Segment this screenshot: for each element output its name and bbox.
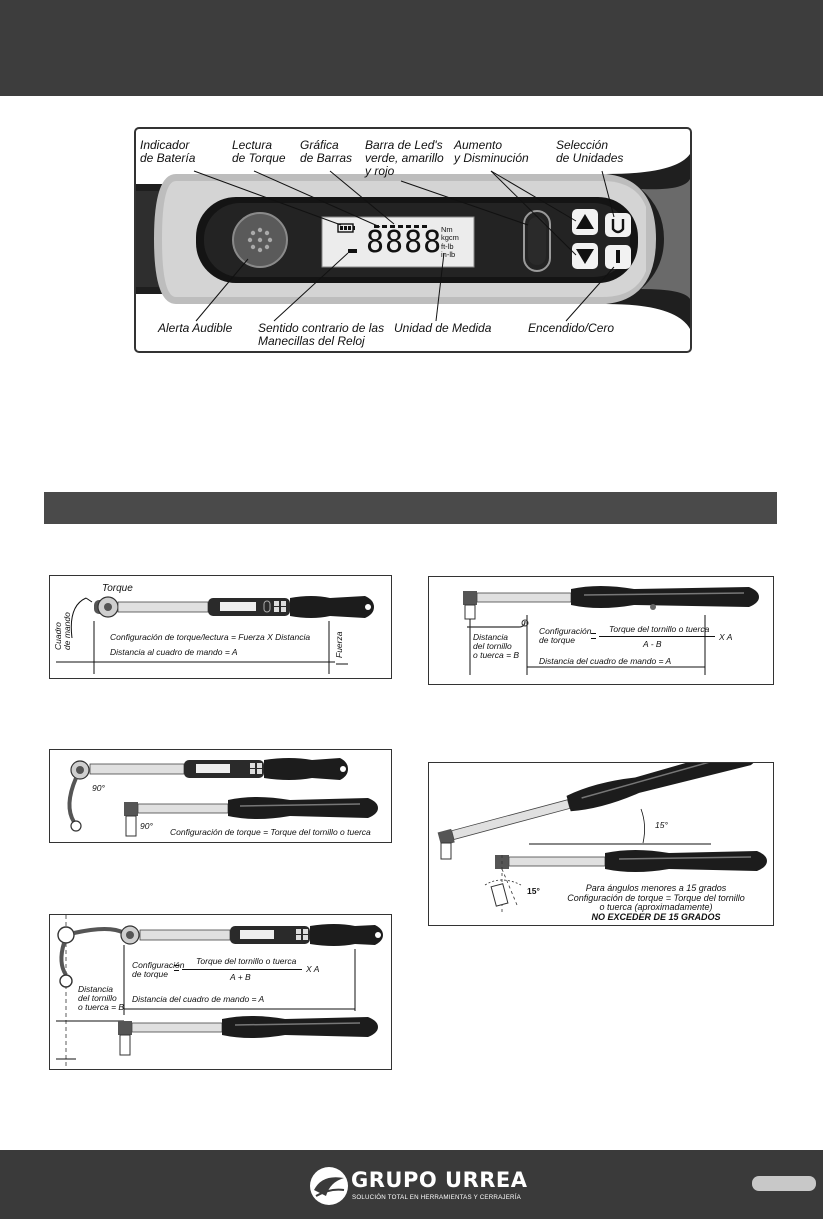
d1-force-label: Fuerza: [334, 631, 344, 658]
d5-line-1: Para ángulos menores a 15 grados: [585, 883, 727, 893]
d4-times: X A: [719, 632, 733, 642]
footer-brand: GRUPO URREA: [351, 1168, 528, 1192]
urrea-logo-icon: [310, 1167, 816, 1205]
wrench-illustration-5: [437, 763, 767, 913]
d3-distance: Distancia del cuadro de mando = A: [132, 994, 265, 1004]
section-heading-bar: [44, 492, 777, 524]
diagram-90-degree: 90° 90° Configuración de torque = Torque…: [49, 749, 392, 843]
label-power-zero: Encendido/Cero: [528, 321, 615, 335]
wrench-illustration-2: [67, 758, 378, 837]
label-unit-measure: Unidad de Medida: [394, 321, 492, 335]
d5-warning: NO EXCEDER DE 15 GRADOS: [591, 911, 721, 922]
d4-fraction-line: [599, 636, 715, 637]
diagram-15-degree: 15° 15° Para ángulos menores a 15 grados…: [428, 762, 774, 926]
wrench-illustration-4: [463, 586, 759, 675]
d2-angle-top: 90°: [92, 783, 105, 793]
label-alert: Alerta Audible: [158, 321, 233, 335]
d4-equals: [591, 633, 596, 639]
d3-denominator: A + B: [230, 972, 251, 982]
d4-distance: Distancia del cuadro de mando = A: [539, 656, 672, 666]
lcd-unit-nm: Nm: [441, 225, 453, 234]
footer-bar: GRUPO URREA SOLUCIÓN TOTAL EN HERRAMIENT…: [0, 1150, 823, 1219]
d5-line-3: o tuerca (aproximadamente): [599, 902, 713, 912]
d5-line-2: Configuración de torque = Torque del tor…: [567, 892, 745, 903]
d5-angle-top: 15°: [655, 820, 668, 830]
d2-angle-bottom: 90°: [140, 821, 153, 831]
d1-torque-label: Torque: [102, 583, 133, 594]
d1-formula: Configuración de torque/lectura = Fuerza…: [110, 632, 311, 642]
console-illustration: [136, 154, 690, 329]
d4-numerator: Torque del tornillo o tuerca: [609, 624, 710, 634]
wrench-illustration-1: [56, 596, 374, 674]
wrench-illustration-3: [56, 915, 383, 1069]
lcd-digits: 8888: [366, 225, 443, 260]
lcd-units: Nm kgcm ft-lb in-lb: [441, 225, 459, 259]
footer-tagline: SOLUCIÓN TOTAL EN HERRAMIENTAS Y CERRAJE…: [352, 1194, 521, 1201]
header-bar: [0, 0, 823, 96]
lcd-unit-kgcm: kgcm: [441, 233, 459, 243]
d2-formula: Configuración de torque = Torque del tor…: [170, 827, 371, 837]
d3-fraction-line: [182, 969, 302, 970]
lcd-unit-inlb: in-lb: [441, 249, 456, 259]
d3-equals: [174, 965, 179, 971]
d4-denominator: A - B: [643, 639, 662, 649]
d5-angle-bottom: 15°: [527, 886, 540, 896]
d5-text: Para ángulos menores a 15 grados Configu…: [549, 883, 763, 922]
d3-numerator: Torque del tornillo o tuerca: [196, 956, 297, 966]
d3-times: X A: [306, 964, 320, 974]
d1-distance: Distancia al cuadro de mando = A: [110, 647, 238, 657]
lcd-unit-ftlb: ft-lb: [441, 241, 454, 251]
